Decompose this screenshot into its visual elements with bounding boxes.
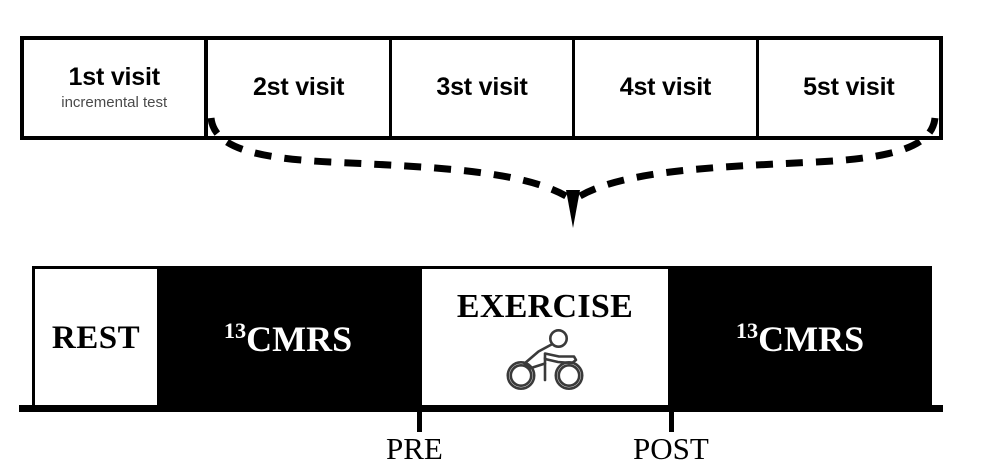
axis-label-post: POST: [633, 431, 709, 466]
visit-cell-2[interactable]: 2st visit: [208, 40, 392, 136]
visit-cell-4[interactable]: 4st visit: [575, 40, 759, 136]
visit-cell-5[interactable]: 5st visit: [758, 40, 940, 136]
protocol-segment-exercise[interactable]: EXERCISE: [419, 269, 671, 408]
superscript-13: 13: [223, 317, 247, 343]
visit-cell-3-title: 3st visit: [436, 73, 528, 102]
protocol-segment-mrs-post[interactable]: 13CMRS: [671, 269, 929, 408]
protocol-bar: REST 13CMRS EXERCISE: [32, 266, 932, 411]
protocol-segment-rest[interactable]: REST: [35, 269, 157, 408]
visit-cell-1[interactable]: 1st visit incremental test: [24, 40, 209, 136]
protocol-segment-rest-label: REST: [51, 320, 141, 356]
timeline-baseline: [19, 405, 943, 412]
superscript-13: 13: [735, 317, 759, 343]
visit-cell-3[interactable]: 3st visit: [391, 40, 576, 136]
axis-label-pre: PRE: [386, 431, 443, 466]
visit-cell-1-subtitle: incremental test: [61, 93, 168, 111]
protocol-segment-mrs-pre-label: 13CMRS: [224, 318, 352, 360]
visit-cell-2-title: 2st visit: [252, 73, 345, 102]
tick-pre: [417, 412, 422, 432]
cyclist-icon: [502, 328, 588, 390]
protocol-segment-mrs-pre-text: CMRS: [246, 318, 353, 359]
visit-cell-4-title: 4st visit: [619, 73, 712, 102]
visit-cell-5-title: 5st visit: [803, 73, 895, 102]
protocol-segment-mrs-post-text: CMRS: [758, 318, 865, 359]
brace-center-pointer: [566, 190, 580, 228]
protocol-segment-mrs-pre[interactable]: 13CMRS: [157, 269, 419, 408]
visit-timeline-row: 1st visit incremental test 2st visit 3st…: [20, 36, 943, 140]
visit-cell-1-title: 1st visit: [68, 63, 161, 92]
tick-post: [669, 412, 674, 432]
protocol-segment-mrs-post-label: 13CMRS: [736, 318, 864, 360]
protocol-segment-exercise-label: EXERCISE: [456, 287, 634, 325]
